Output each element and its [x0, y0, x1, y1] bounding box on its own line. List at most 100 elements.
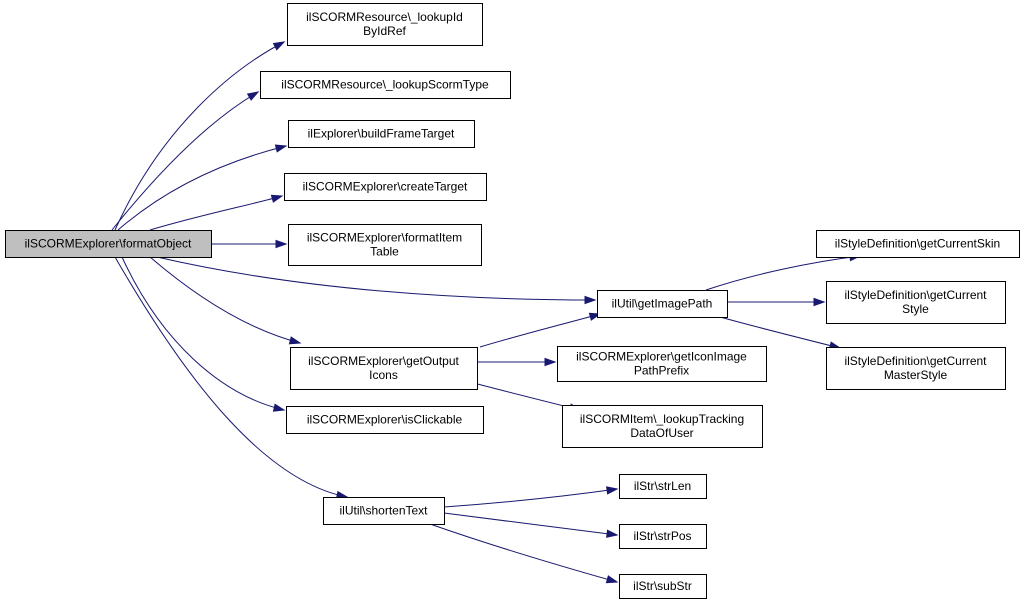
edge-root-to-getOutputIcons: [149, 256, 302, 345]
node-label: ilStr\strPos: [633, 529, 691, 543]
node-label: DataOfUser: [630, 426, 693, 440]
node-box: [619, 574, 707, 599]
arrowhead: [813, 297, 826, 307]
node-label: Icons: [369, 368, 398, 382]
edge-line: [443, 488, 618, 508]
edge-line: [149, 256, 301, 344]
edge-line: [479, 313, 601, 348]
node-label: ilSCORMResource\_lookupId: [306, 10, 463, 24]
node-label: ilStr\subStr: [633, 579, 692, 593]
arrowhead: [605, 575, 619, 584]
edge-root-to-formatItemTable: [211, 239, 288, 249]
node-box: [323, 497, 445, 525]
node-label: ilStr\strLen: [634, 479, 691, 493]
edge-getImagePath-to-getCurrentMasterStyle: [719, 316, 842, 350]
nodes-layer: ilSCORMExplorer\formatObject ilSCORMResou…: [5, 3, 1020, 599]
node-buildFrameTarget[interactable]: ilExplorer\buildFrameTarget: [288, 120, 475, 148]
node-subStr[interactable]: ilStr\subStr: [619, 574, 707, 599]
node-box: [816, 230, 1020, 258]
edge-line: [114, 256, 348, 498]
node-label: ilUtil\getImagePath: [612, 297, 713, 311]
edge-shortenText-to-strLen: [443, 486, 619, 508]
node-label: PathPrefix: [634, 364, 689, 378]
arrowhead: [288, 336, 302, 345]
arrowhead: [544, 357, 557, 367]
node-label: ilSCORMExplorer\isClickable: [307, 413, 463, 427]
arrowhead: [584, 295, 597, 305]
edge-getOutputIcons-to-getIconImagePathPrefix: [476, 357, 557, 367]
arrowhead: [606, 529, 619, 538]
node-box: [287, 3, 483, 46]
node-box: [5, 230, 212, 258]
node-createTarget[interactable]: ilSCORMExplorer\createTarget: [284, 173, 487, 201]
node-label: ByIdRef: [363, 24, 406, 38]
arrowhead: [606, 486, 619, 495]
edge-shortenText-to-subStr: [429, 523, 619, 584]
node-label: ilUtil\shortenText: [339, 504, 428, 518]
edge-line: [149, 195, 283, 231]
node-box: [284, 173, 487, 201]
edge-shortenText-to-strPos: [443, 512, 619, 538]
node-label: MasterStyle: [884, 368, 948, 382]
node-label: ilSCORMExplorer\getIconImage: [576, 350, 747, 364]
node-box: [288, 120, 475, 148]
node-label: ilSCORMExplorer\getOutput: [308, 354, 459, 368]
arrowhead: [272, 41, 286, 51]
edge-getOutputIcons-to-getImagePath: [479, 312, 602, 348]
edge-line: [121, 256, 285, 411]
node-box: [826, 347, 1006, 390]
node-label: ilSCORMExplorer\createTarget: [303, 180, 468, 194]
node-label: ilStyleDefinition\getCurrent: [844, 354, 987, 368]
node-box: [597, 290, 728, 318]
node-label: Table: [370, 245, 399, 259]
node-label: Style: [902, 302, 929, 316]
edge-line: [117, 145, 287, 231]
edge-root-to-createTarget: [149, 194, 284, 231]
node-label: ilExplorer\buildFrameTarget: [308, 127, 455, 141]
node-shortenText[interactable]: ilUtil\shortenText: [323, 497, 445, 525]
arrowhead: [270, 194, 284, 203]
node-strLen[interactable]: ilStr\strLen: [619, 474, 707, 499]
edge-root-to-lookupIdByIdRef: [114, 41, 286, 231]
edge-root-to-buildFrameTarget: [117, 144, 288, 231]
node-box: [557, 346, 767, 382]
edge-line: [114, 41, 285, 231]
edge-root-to-getImagePath: [156, 256, 597, 305]
node-root[interactable]: ilSCORMExplorer\formatObject: [5, 230, 212, 258]
edge-line: [719, 316, 841, 349]
node-getImagePath[interactable]: ilUtil\getImagePath: [597, 290, 728, 318]
arrowhead: [246, 91, 260, 101]
node-box: [288, 224, 482, 266]
edge-line: [429, 523, 618, 583]
edges-layer: [111, 41, 862, 584]
node-label: ilSCORMResource\_lookupScormType: [281, 78, 489, 92]
edge-getImagePath-to-getCurrentStyle: [727, 297, 826, 307]
node-box: [826, 281, 1006, 324]
arrowhead: [272, 403, 286, 412]
node-isClickable[interactable]: ilSCORMExplorer\isClickable: [286, 406, 484, 434]
arrowhead: [274, 144, 288, 153]
node-box: [619, 474, 707, 499]
node-box: [562, 405, 763, 448]
edge-root-to-lookupScormType: [111, 91, 260, 231]
node-label: ilStyleDefinition\getCurrentSkin: [835, 237, 1000, 251]
edge-root-to-isClickable: [121, 256, 286, 412]
node-lookupScormType[interactable]: ilSCORMResource\_lookupScormType: [260, 71, 511, 99]
node-label: ilSCORMItem\_lookupTracking: [580, 412, 744, 426]
edge-line: [705, 255, 861, 291]
node-label: ilSCORMExplorer\formatItem: [307, 231, 462, 245]
edge-line: [156, 256, 596, 301]
node-strPos[interactable]: ilStr\strPos: [619, 524, 707, 549]
node-box: [260, 71, 511, 99]
node-getCurrentSkin[interactable]: ilStyleDefinition\getCurrentSkin: [816, 230, 1020, 258]
node-label: ilSCORMExplorer\formatObject: [25, 237, 192, 251]
node-label: ilStyleDefinition\getCurrent: [844, 288, 987, 302]
